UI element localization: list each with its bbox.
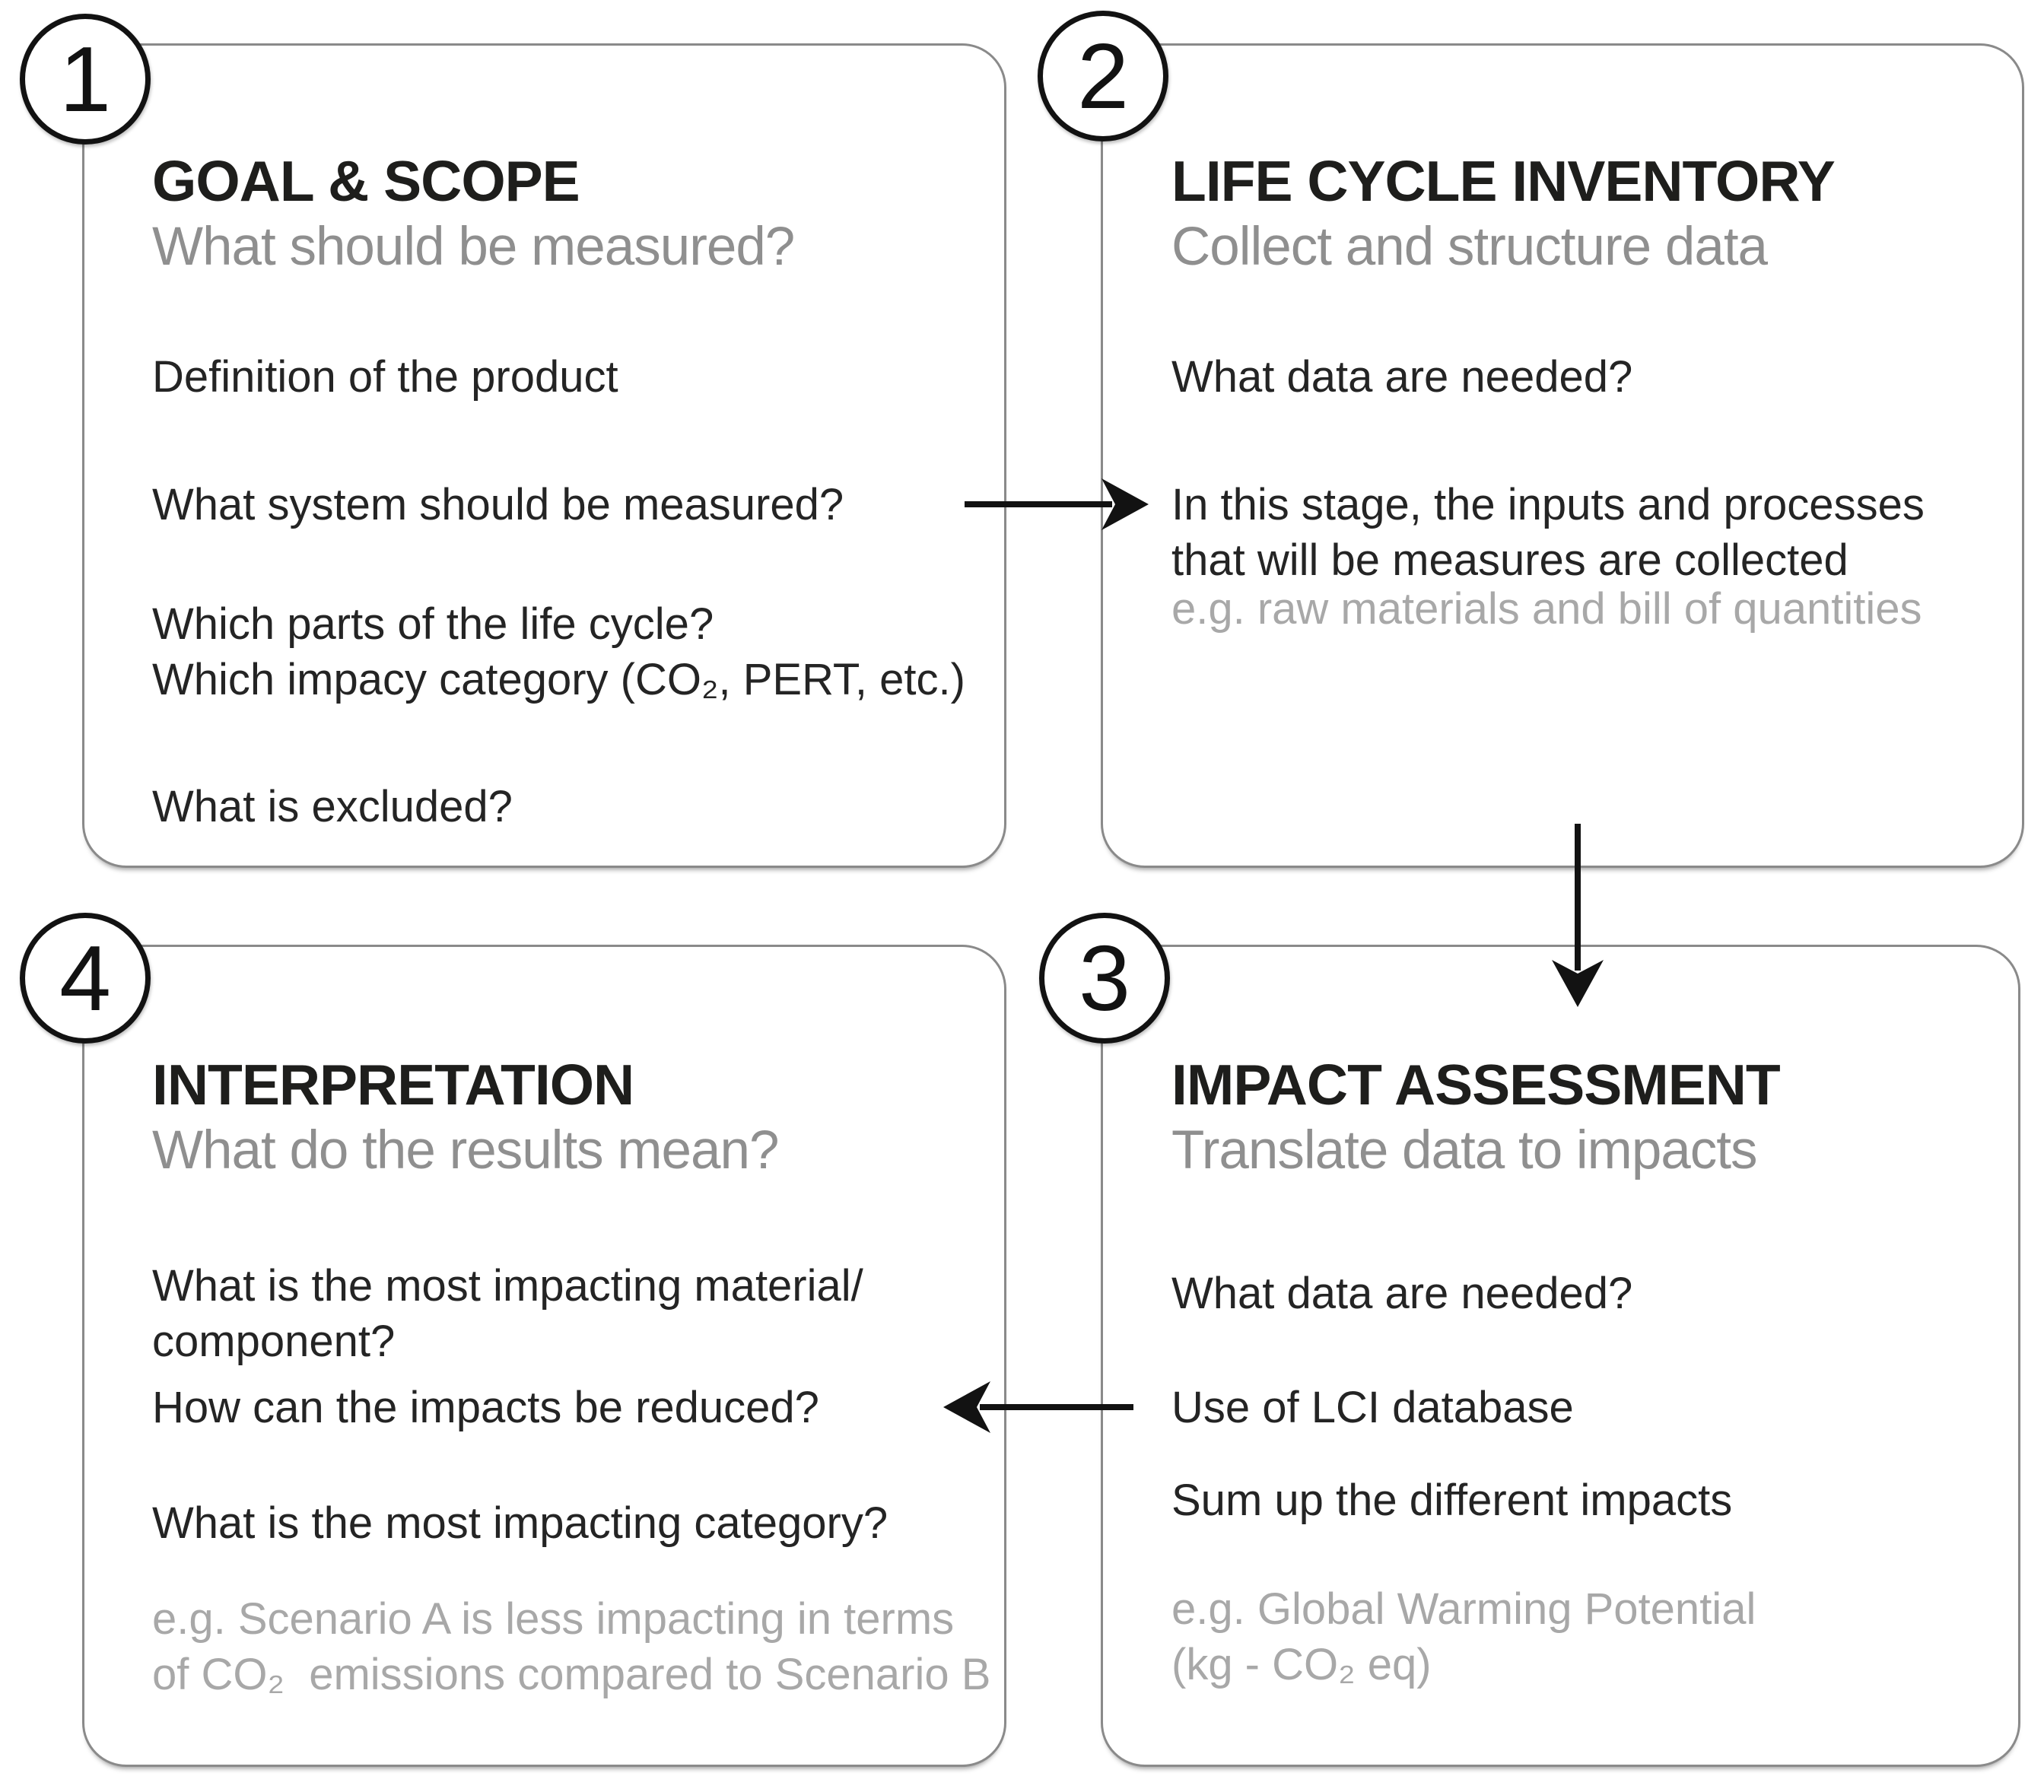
impact-item-sum-impacts: Sum up the different impacts bbox=[1171, 1476, 1733, 1525]
step-2-number: 2 bbox=[1077, 24, 1129, 128]
impact-item-example: e.g. Global Warming Potential (kg - CO₂ … bbox=[1171, 1584, 1756, 1689]
interpretation-item-material: What is the most impacting material/ com… bbox=[152, 1261, 863, 1366]
inventory-subtitle: Collect and structure data bbox=[1171, 217, 1768, 277]
step-4-badge: 4 bbox=[20, 913, 151, 1044]
inventory-item-example: e.g. raw materials and bill of quantitie… bbox=[1171, 584, 1922, 634]
interpretation-box bbox=[82, 945, 1006, 1767]
goal-scope-item-system: What system should be measured? bbox=[152, 480, 844, 529]
impact-assessment-box bbox=[1101, 945, 2020, 1767]
goal-scope-item-definition: Definition of the product bbox=[152, 352, 618, 402]
impact-subtitle: Translate data to impacts bbox=[1171, 1120, 1758, 1180]
goal-scope-title: GOAL & SCOPE bbox=[152, 149, 580, 213]
inventory-title: LIFE CYCLE INVENTORY bbox=[1171, 149, 1836, 213]
goal-scope-subtitle: What should be measured? bbox=[152, 217, 795, 277]
inventory-item-data-needed: What data are needed? bbox=[1171, 352, 1633, 402]
interpretation-subtitle: What do the results mean? bbox=[152, 1120, 779, 1180]
step-3-badge: 3 bbox=[1039, 913, 1170, 1044]
interpretation-item-example: e.g. Scenario A is less impacting in ter… bbox=[152, 1594, 991, 1699]
step-4-number: 4 bbox=[59, 926, 111, 1030]
interpretation-title: INTERPRETATION bbox=[152, 1053, 634, 1117]
step-3-number: 3 bbox=[1079, 926, 1130, 1030]
goal-scope-item-lifecycle: Which parts of the life cycle? Which imp… bbox=[152, 599, 965, 704]
life-cycle-inventory-box bbox=[1101, 43, 2024, 868]
step-2-badge: 2 bbox=[1038, 11, 1168, 141]
interpretation-item-reduced: How can the impacts be reduced? bbox=[152, 1383, 819, 1432]
step-1-number: 1 bbox=[59, 27, 111, 131]
interpretation-item-category: What is the most impacting category? bbox=[152, 1498, 888, 1548]
step-1-badge: 1 bbox=[20, 14, 151, 145]
impact-item-lci-database: Use of LCI database bbox=[1171, 1383, 1574, 1432]
goal-scope-box bbox=[82, 43, 1006, 868]
impact-title: IMPACT ASSESSMENT bbox=[1171, 1053, 1781, 1117]
impact-item-data-needed: What data are needed? bbox=[1171, 1269, 1633, 1318]
goal-scope-item-excluded: What is excluded? bbox=[152, 782, 513, 831]
inventory-item-stage: In this stage, the inputs and processes … bbox=[1171, 480, 1925, 585]
